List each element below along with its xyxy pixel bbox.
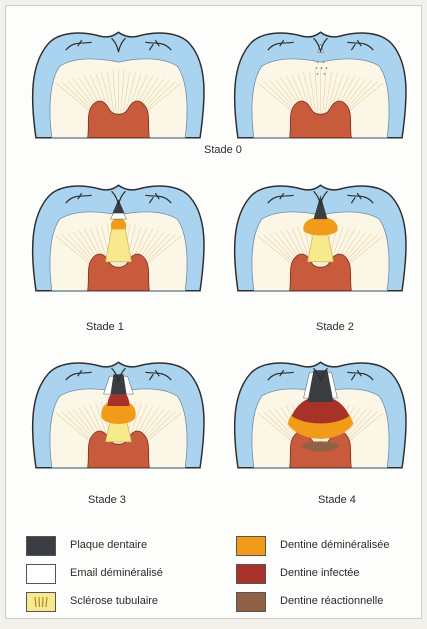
legend-item-sclerose-tubulaire: Sclérose tubulaire (26, 592, 206, 614)
tooth-svg (228, 16, 413, 146)
tooth-svg (26, 346, 211, 476)
legend-label-sclerose-tubulaire: Sclérose tubulaire (70, 595, 158, 607)
legend-label-email-demineralise: Email déminéralisé (70, 567, 163, 579)
caries-stages-figure: Stade 0 Stade 1 Stade 2 (5, 5, 422, 619)
stage-label-stade-1: Stade 1 (86, 321, 124, 333)
legend-item-dentine-infectee: Dentine infectée (236, 564, 421, 586)
legend-item-email-demineralise: Email déminéralisé (26, 564, 206, 586)
tooth-stade-2 (228, 169, 413, 299)
legend-label-dentine-demineralisee: Dentine déminéralisée (280, 539, 389, 551)
stage-label-stade-0: Stade 0 (204, 144, 242, 156)
stage-label-stade-4: Stade 4 (318, 494, 356, 506)
legend-swatch-dentine-infectee (236, 564, 266, 584)
legend-swatch-dentine-reactionnelle (236, 592, 266, 612)
legend-item-plaque-dentaire: Plaque dentaire (26, 536, 206, 558)
legend-swatch-plaque-dentaire (26, 536, 56, 556)
tooth-stade-0-left (26, 16, 211, 146)
tooth-svg (26, 16, 211, 146)
stage-label-stade-3: Stade 3 (88, 494, 126, 506)
tooth-svg (228, 169, 413, 299)
stage-label-stade-2: Stade 2 (316, 321, 354, 333)
tooth-svg (26, 169, 211, 299)
tooth-stade-1 (26, 169, 211, 299)
tooth-stade-0-right (228, 16, 413, 146)
tooth-stade-4 (228, 346, 413, 476)
legend-label-dentine-reactionnelle: Dentine réactionnelle (280, 595, 383, 607)
legend-swatch-dentine-demineralisee (236, 536, 266, 556)
tooth-svg (228, 346, 413, 476)
legend-item-dentine-demineralisee: Dentine déminéralisée (236, 536, 421, 558)
legend-swatch-email-demineralise (26, 564, 56, 584)
tooth-stade-3 (26, 346, 211, 476)
legend-label-dentine-infectee: Dentine infectée (280, 567, 360, 579)
legend-swatch-sclerose-tubulaire (26, 592, 56, 612)
legend-label-plaque-dentaire: Plaque dentaire (70, 539, 147, 551)
legend-item-dentine-reactionnelle: Dentine réactionnelle (236, 592, 421, 614)
